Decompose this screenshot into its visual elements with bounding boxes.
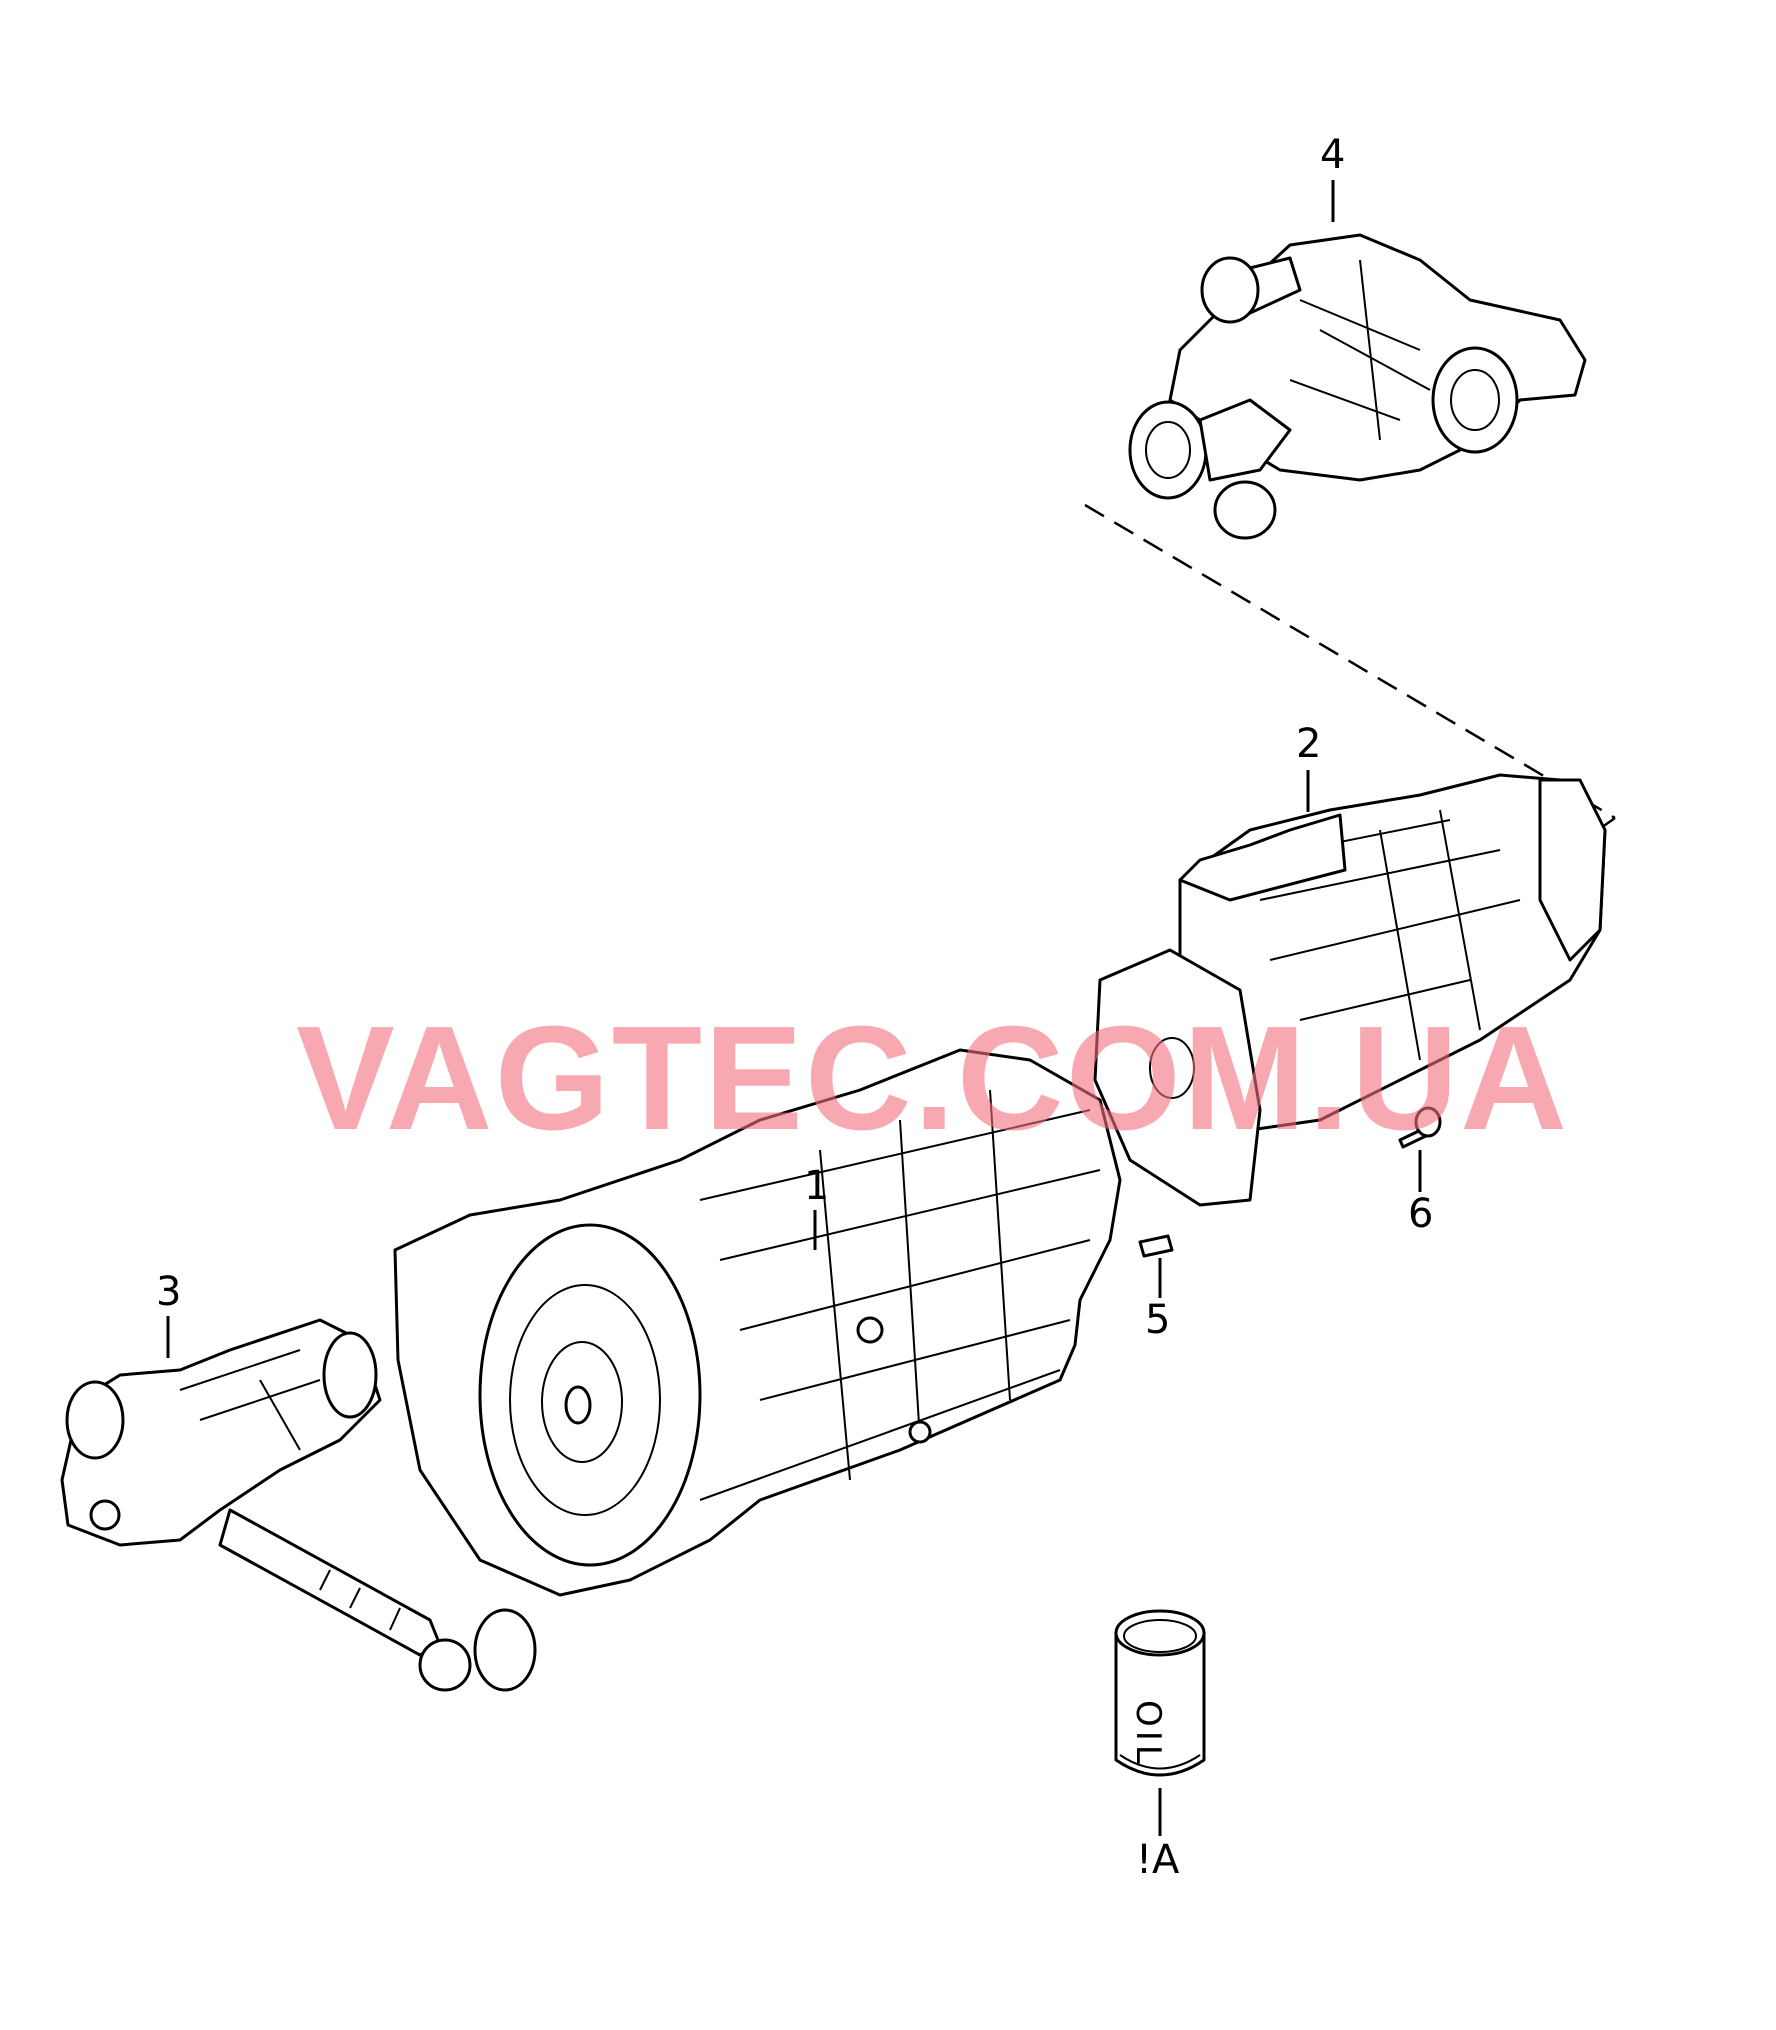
front-differential[interactable] [60,1318,537,1692]
bolt[interactable] [1398,1106,1442,1149]
watermark: VAGTEC.COM.UA [296,996,1570,1161]
callout-6[interactable]: 6 [1408,1191,1434,1237]
oil-can[interactable] [1114,1609,1206,1777]
leader-lines [166,180,1422,1836]
main-transmission[interactable] [393,1048,1122,1597]
callout-4[interactable]: 4 [1320,132,1346,178]
callout-5[interactable]: 5 [1145,1297,1171,1343]
transfer-case[interactable] [1093,773,1607,1207]
dowel-pin[interactable] [1138,1234,1174,1258]
callout-A[interactable]: !A [1136,1837,1180,1883]
callout-2[interactable]: 2 [1296,721,1322,767]
callout-1[interactable]: 1 [804,1163,830,1209]
oil-can-text: OIL [1128,1700,1168,1768]
callout-3[interactable]: 3 [156,1269,182,1315]
rear-differential[interactable] [1128,233,1587,540]
